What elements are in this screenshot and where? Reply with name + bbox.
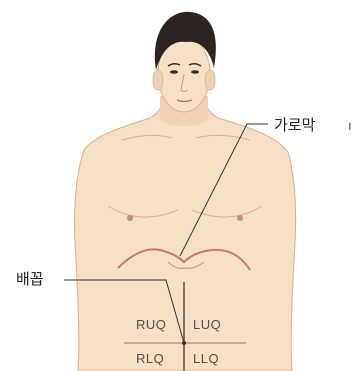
quadrant-label-llq: LLQ: [193, 352, 219, 365]
left-nipple: [237, 215, 243, 221]
right-nipple: [127, 215, 133, 221]
navel-label: 배꼽: [16, 272, 44, 287]
quadrant-label-luq: LUQ: [193, 318, 221, 331]
stray-mark: ı: [348, 120, 352, 133]
left-eye: [191, 70, 199, 74]
left-ear: [205, 70, 215, 90]
right-eye: [170, 70, 178, 74]
torso-outline: [75, 96, 296, 371]
diaphragm-label: 가로막: [274, 118, 315, 133]
quadrant-label-ruq: RUQ: [136, 318, 166, 331]
right-ear: [153, 70, 163, 90]
quadrant-label-rlq: RLQ: [136, 352, 164, 365]
